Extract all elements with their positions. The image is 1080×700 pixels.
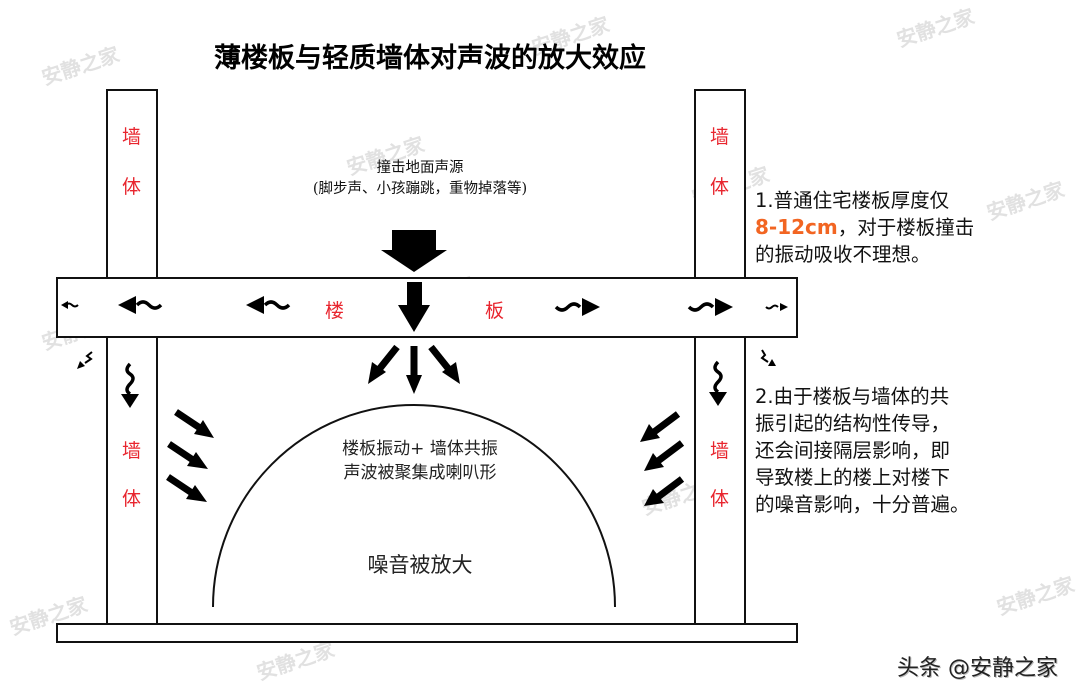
diagram-title: 薄楼板与轻质墙体对声波的放大效应 [214, 43, 646, 74]
wavy-arrow-icon [77, 351, 93, 369]
impact-source-label: 撞击地面声源 (脚步声、小孩蹦跳，重物掉落等) [270, 158, 570, 200]
diagonal-arrow-icon [644, 440, 685, 471]
wavy-arrow-icon [554, 298, 600, 316]
wavy-arrow-icon [760, 349, 776, 366]
wavy-arrow-icon [687, 298, 733, 316]
note-2-line: 振引起的结构性传导， [755, 412, 951, 435]
note-2-line: 2.由于楼板与墙体的共 [755, 385, 950, 408]
wavy-arrow-icon [121, 362, 139, 408]
wall-label-char: 体 [122, 176, 142, 198]
diagonal-arrow-icon [644, 476, 685, 506]
note-2-line: 的噪音影响，十分普遍。 [755, 493, 970, 516]
dome-line-2: 声波被聚集成喇叭形 [343, 463, 497, 483]
impact-source-examples: (脚步声、小孩蹦跳，重物掉落等) [312, 181, 528, 197]
diagonal-arrow-icon [167, 441, 208, 469]
wall-label-char: 墙 [122, 440, 142, 462]
diagonal-arrow-icon [368, 344, 400, 384]
note-1: 1.普通住宅楼板厚度仅 8-12cm，对于楼板撞击 的振动吸收不理想。 [755, 187, 974, 268]
note-1-line-3: 的振动吸收不理想。 [755, 243, 931, 266]
wavy-arrow-icon [246, 296, 291, 314]
sound-dome-arc [212, 404, 616, 608]
wavy-arrow-icon [765, 303, 788, 311]
diagonal-arrow-icon [174, 409, 214, 438]
wall-label-char: 墙 [710, 440, 730, 462]
note-1-line-2-rest: ，对于楼板撞击 [837, 216, 975, 239]
note-1-line-1: 1.普通住宅楼板厚度仅 [755, 189, 950, 212]
source-credit: 头条 @安静之家 [897, 656, 1058, 681]
down-arrow-icon [381, 230, 447, 272]
diagonal-arrow-icon [166, 474, 207, 502]
wall-left-upper [106, 89, 158, 279]
note-1-line-2: 8-12cm，对于楼板撞击 [755, 214, 974, 241]
ground-slab [56, 623, 798, 643]
dome-center-label: 噪音被放大 [367, 553, 473, 577]
diagonal-arrow-icon [640, 411, 681, 442]
wall-right-lower [694, 336, 746, 626]
note-2-line: 导致楼上的楼上对楼下 [755, 466, 951, 489]
wall-label-char: 体 [710, 488, 730, 510]
thickness-highlight: 8-12cm [755, 215, 838, 239]
wall-label-char: 体 [122, 488, 142, 510]
wall-label-char: 墙 [122, 126, 142, 148]
wavy-arrow-icon [118, 296, 163, 314]
wall-label-char: 墙 [710, 126, 730, 148]
wall-label-char: 体 [710, 176, 730, 198]
dome-description: 楼板振动+ 墙体共振 声波被聚集成喇叭形 [300, 437, 540, 485]
impact-source-title: 撞击地面声源 [376, 160, 464, 176]
diagonal-arrow-icon [428, 344, 460, 384]
note-2: 2.由于楼板与墙体的共 振引起的结构性传导， 还会间接隔层影响，即 导致楼上的楼… [755, 383, 970, 518]
down-arrow-icon [398, 282, 430, 332]
slab-label-right: 板 [485, 300, 505, 322]
wavy-arrow-icon [709, 360, 727, 406]
note-2-line: 还会间接隔层影响，即 [755, 439, 951, 462]
wavy-arrow-icon [61, 301, 79, 309]
slab-label-left: 楼 [325, 300, 345, 322]
dome-line-1: 楼板振动+ 墙体共振 [342, 439, 498, 459]
down-arrow-icon [406, 346, 422, 394]
